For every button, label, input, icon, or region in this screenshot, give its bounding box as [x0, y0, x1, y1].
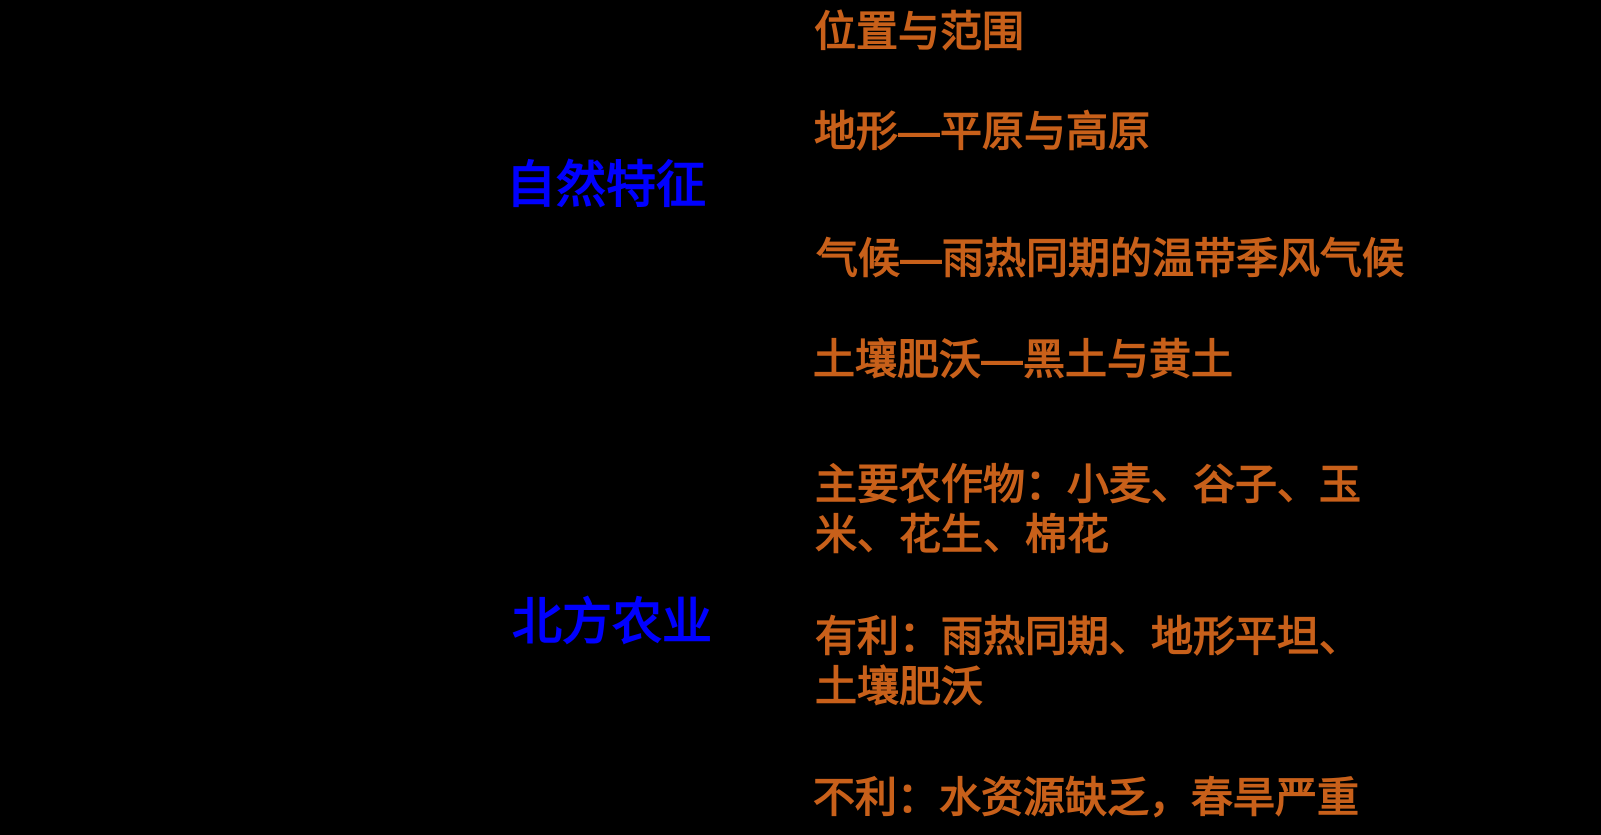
- leaf-unfavorable-conditions: 不利：水资源缺乏，春旱严重: [813, 774, 1360, 821]
- leaf-terrain-plains-plateaus: 地形—平原与高原: [814, 108, 1151, 155]
- branch-label-northern-agriculture: 北方农业: [512, 594, 712, 650]
- leaf-favorable-conditions: 有利：雨热同期、地形平坦、土壤肥沃: [815, 613, 1362, 710]
- leaf-location-and-range: 位置与范围: [814, 8, 1025, 55]
- leaf-main-crops: 主要农作物：小麦、谷子、玉米、花生、棉花: [815, 461, 1362, 558]
- leaf-climate-temperate-monsoon: 气候—雨热同期的温带季风气候: [816, 235, 1405, 282]
- branch-label-natural-features: 自然特征: [506, 157, 706, 213]
- leaf-fertile-soil: 土壤肥沃—黑土与黄土: [813, 336, 1234, 383]
